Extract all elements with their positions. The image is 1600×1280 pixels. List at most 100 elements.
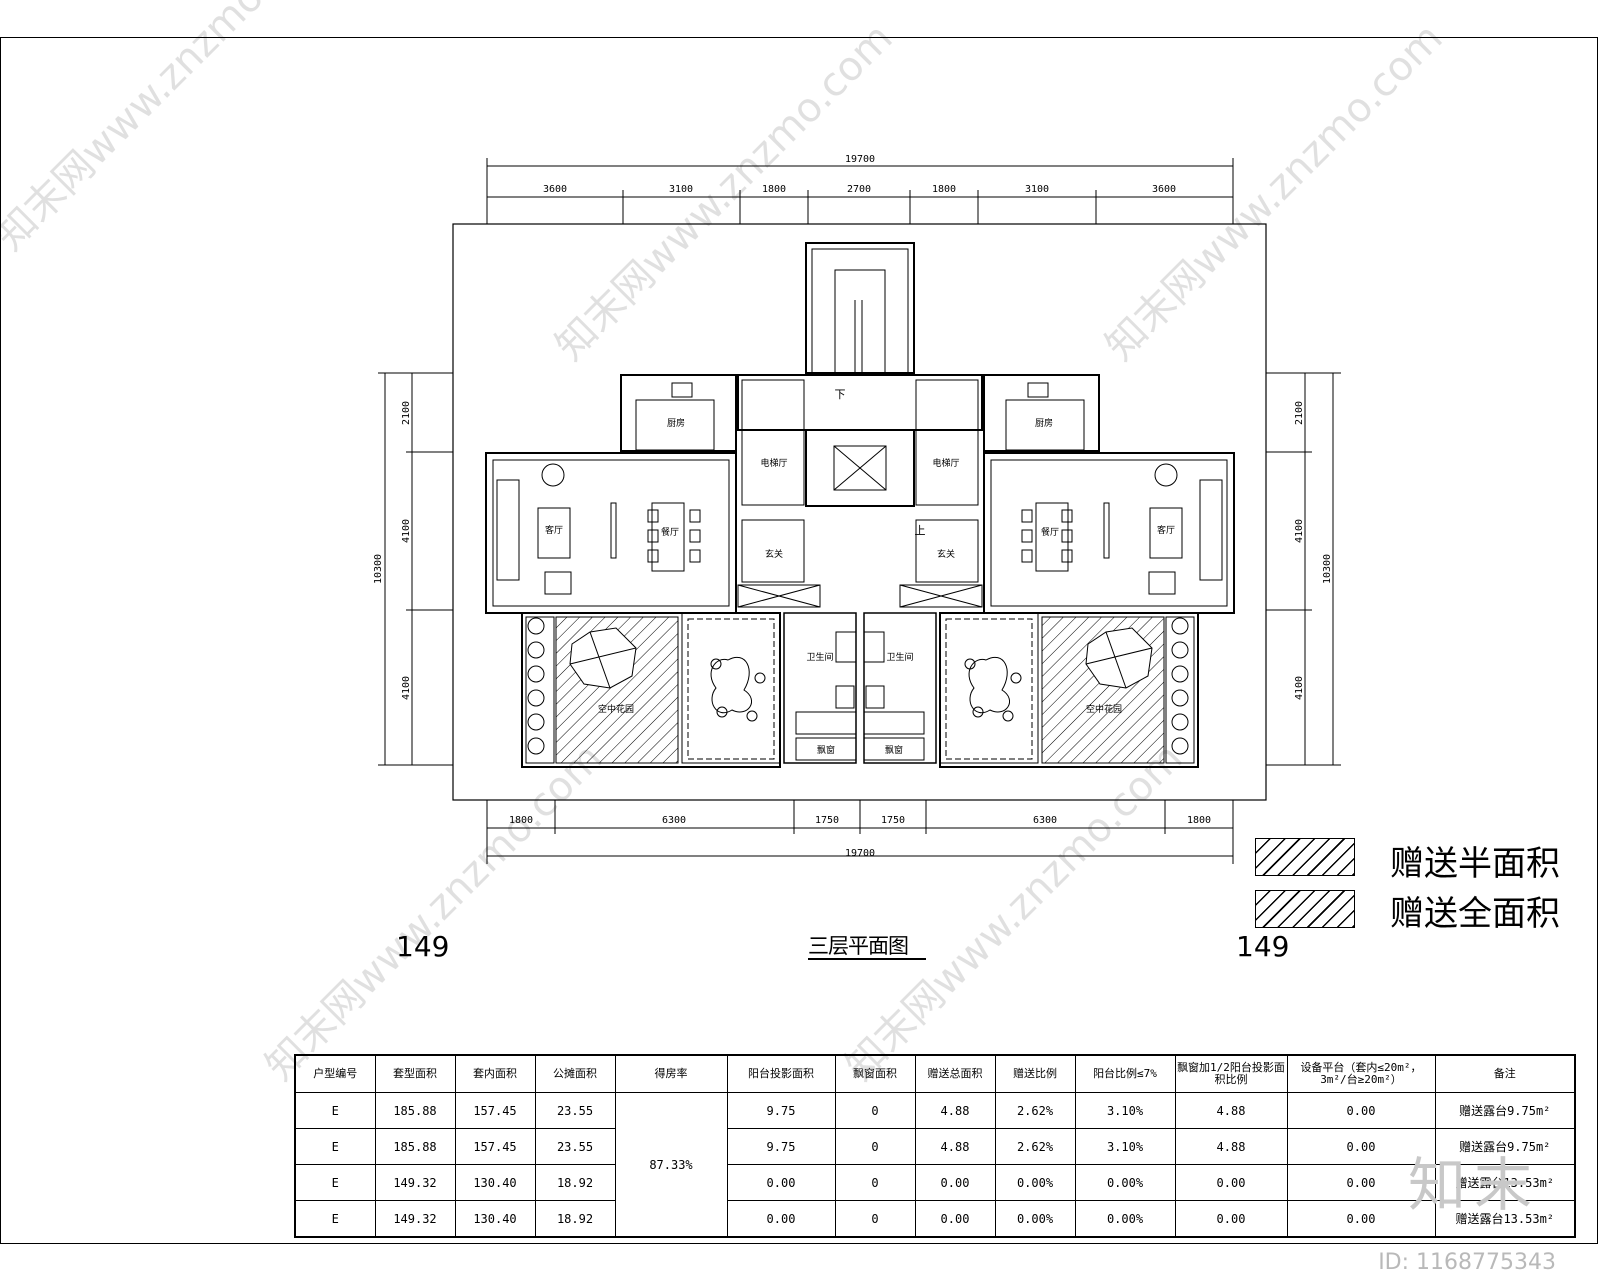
legend-label-half: 赠送半面积 bbox=[1390, 844, 1560, 884]
table-cell: E bbox=[294, 1128, 376, 1165]
dim-top-7: 3600 bbox=[1152, 184, 1176, 195]
table-header: 户型编号 bbox=[294, 1054, 376, 1093]
dimension-bottom bbox=[486, 800, 1234, 864]
room-elevator-hall-right: 电梯厅 bbox=[932, 457, 959, 469]
table-cell: 130.40 bbox=[454, 1164, 536, 1201]
table-cell: 130.40 bbox=[454, 1200, 536, 1238]
table-header-row: 户型编号 套型面积 套内面积 公摊面积 得房率 阳台投影面积 飘窗面积 赠送总面… bbox=[294, 1054, 1576, 1093]
dim-left-2: 4100 bbox=[401, 519, 412, 543]
table-row: E 149.32 130.40 18.92 0.00 0 0.00 0.00% … bbox=[294, 1200, 1576, 1238]
table-cell: 18.92 bbox=[534, 1200, 616, 1238]
table-cell: 185.88 bbox=[374, 1128, 456, 1165]
fixtures bbox=[671, 382, 1049, 709]
dim-left-3: 4100 bbox=[401, 676, 412, 700]
table-cell: 赠送露台9.75m² bbox=[1434, 1092, 1576, 1129]
watermark-id: ID: 1168775343 bbox=[1378, 1250, 1556, 1275]
drawing-title: 三层平面图 bbox=[808, 934, 909, 958]
dim-right-1: 2100 bbox=[1294, 401, 1305, 425]
table-header: 套型面积 bbox=[374, 1054, 456, 1093]
dim-top-1: 3600 bbox=[543, 184, 567, 195]
table-cell: 0.00 bbox=[726, 1164, 836, 1201]
table-cell: 赠送露台13.53m² bbox=[1434, 1200, 1576, 1238]
table-cell: E bbox=[294, 1164, 376, 1201]
table-cell: 赠送露台9.75m² bbox=[1434, 1128, 1576, 1165]
dim-right-2: 4100 bbox=[1294, 519, 1305, 543]
table-cell: 149.32 bbox=[374, 1164, 456, 1201]
table-cell: 3.10% bbox=[1074, 1092, 1176, 1129]
garden-umbrella-right bbox=[1085, 627, 1153, 689]
table-cell: 9.75 bbox=[726, 1092, 836, 1129]
table-cell: 2.62% bbox=[994, 1128, 1076, 1165]
dim-bottom-4: 1750 bbox=[881, 815, 905, 826]
dimension-top bbox=[486, 158, 1234, 224]
table-cell: 157.45 bbox=[454, 1092, 536, 1129]
table-header: 阳台比例≤7% bbox=[1074, 1054, 1176, 1093]
dim-top-3: 1800 bbox=[762, 184, 786, 195]
room-bay-left: 飘窗 bbox=[817, 744, 835, 756]
dim-top-5: 1800 bbox=[932, 184, 956, 195]
table-cell: 0.00 bbox=[726, 1200, 836, 1238]
garden-umbrella-left bbox=[569, 627, 637, 689]
table-header: 飘窗加1/2阳台投影面积比例 bbox=[1174, 1054, 1288, 1093]
dim-bottom-1: 1800 bbox=[509, 815, 533, 826]
legend-label-full: 赠送全面积 bbox=[1390, 894, 1560, 934]
table-cell: 157.45 bbox=[454, 1128, 536, 1165]
unit-label-right: 149 bbox=[1236, 930, 1290, 963]
room-foyer-left: 玄关 bbox=[765, 548, 783, 560]
building-walls bbox=[485, 242, 1235, 768]
table-row: E 185.88 157.45 23.55 87.33% 9.75 0 4.88… bbox=[294, 1092, 1576, 1238]
table-cell: 0.00 bbox=[914, 1200, 996, 1238]
efficiency-cell: 87.33% bbox=[614, 1092, 728, 1238]
dim-bottom-total: 19700 bbox=[845, 848, 875, 859]
table-cell: 0.00% bbox=[994, 1164, 1076, 1201]
room-garden-right: 空中花园 bbox=[1086, 703, 1122, 715]
table-header: 套内面积 bbox=[454, 1054, 536, 1093]
table-cell: 0.00 bbox=[1286, 1164, 1436, 1201]
legend-swatch-full bbox=[1255, 890, 1355, 928]
dim-top-4: 2700 bbox=[847, 184, 871, 195]
watermark-logo: 知末 bbox=[1408, 1151, 1541, 1219]
table-cell: 0.00% bbox=[994, 1200, 1076, 1238]
table-cell: 4.88 bbox=[1174, 1128, 1288, 1165]
room-kitchen-left: 厨房 bbox=[667, 417, 685, 429]
table-cell: 0.00% bbox=[1074, 1164, 1176, 1201]
table-cell: 185.88 bbox=[374, 1092, 456, 1129]
dim-bottom-3: 1750 bbox=[815, 815, 839, 826]
table-cell: E bbox=[294, 1200, 376, 1238]
table-cell: 0 bbox=[834, 1164, 916, 1201]
dim-right-total: 10300 bbox=[1322, 554, 1333, 584]
table-header: 公摊面积 bbox=[534, 1054, 616, 1093]
dim-bottom-5: 6300 bbox=[1033, 815, 1057, 826]
stair-up-label: 上 bbox=[915, 524, 926, 537]
room-dining-left: 餐厅 bbox=[661, 526, 679, 538]
table-cell: 0 bbox=[834, 1092, 916, 1129]
dim-top-6: 3100 bbox=[1025, 184, 1049, 195]
table-cell: 23.55 bbox=[534, 1092, 616, 1129]
table-header: 备注 bbox=[1434, 1054, 1576, 1093]
table-header: 阳台投影面积 bbox=[726, 1054, 836, 1093]
room-living-left: 客厅 bbox=[545, 524, 563, 536]
table-cell: 18.92 bbox=[534, 1164, 616, 1201]
table-cell: 2.62% bbox=[994, 1092, 1076, 1129]
table-cell: 4.88 bbox=[914, 1128, 996, 1165]
table-header: 飘窗面积 bbox=[834, 1054, 916, 1093]
legend-swatch-half bbox=[1255, 838, 1355, 876]
table-row: E 149.32 130.40 18.92 0.00 0 0.00 0.00% … bbox=[294, 1164, 1576, 1201]
table-cell: 0.00 bbox=[914, 1164, 996, 1201]
dim-right-3: 4100 bbox=[1294, 676, 1305, 700]
drawing-sheet-frame bbox=[0, 37, 1598, 1244]
table-row: E 185.88 157.45 23.55 9.75 0 4.88 2.62% … bbox=[294, 1128, 1576, 1165]
furniture-left bbox=[496, 463, 701, 595]
furniture-right bbox=[1021, 463, 1223, 595]
room-foyer-right: 玄关 bbox=[937, 548, 955, 560]
table-cell: 0.00% bbox=[1074, 1200, 1176, 1238]
table-cell: 0 bbox=[834, 1200, 916, 1238]
table-header: 得房率 bbox=[614, 1054, 728, 1093]
lounge-set-left bbox=[710, 656, 766, 722]
table-header: 赠送比例 bbox=[994, 1054, 1076, 1093]
room-garden-left: 空中花园 bbox=[598, 703, 634, 715]
room-dining-right: 餐厅 bbox=[1041, 526, 1059, 538]
table-cell: 0 bbox=[834, 1128, 916, 1165]
dimension-right bbox=[1266, 372, 1341, 766]
table-cell: 0.00 bbox=[1174, 1200, 1288, 1238]
